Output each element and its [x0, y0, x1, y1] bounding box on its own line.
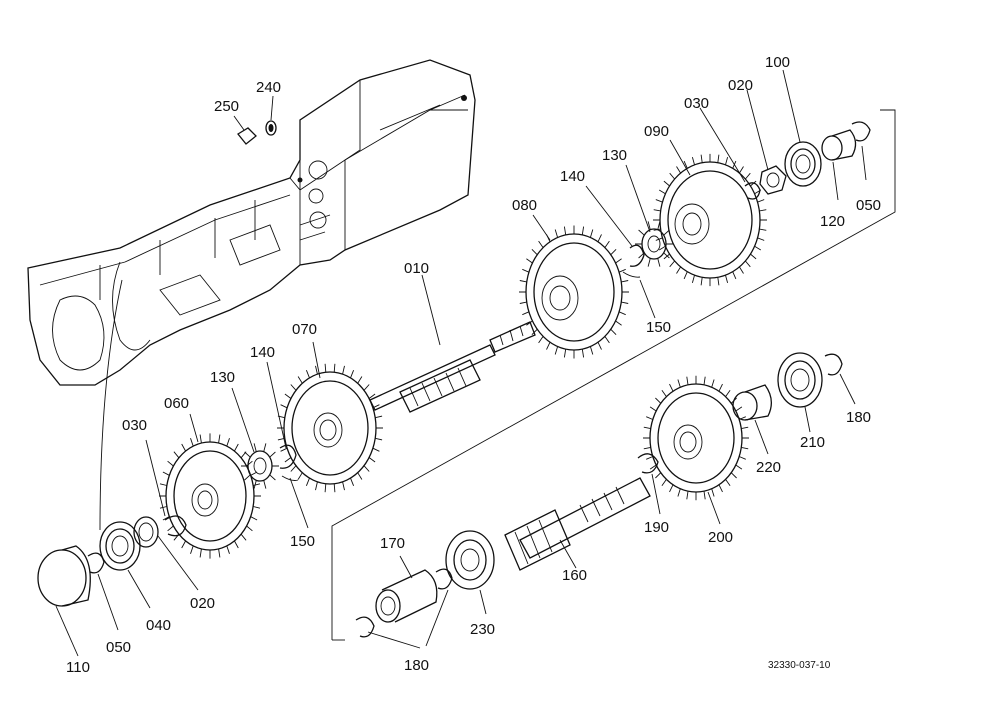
part-label-020-upper: 020: [728, 77, 753, 94]
bearing-130-lower-rollers: [241, 443, 279, 489]
gear-090-teeth: [653, 153, 767, 287]
part-label-210: 210: [800, 434, 825, 451]
part-label-010: 010: [404, 260, 429, 277]
washer-part-240: [265, 120, 277, 136]
part-label-050-lower: 050: [106, 639, 131, 656]
part-label-020-lower: 020: [190, 595, 215, 612]
part-label-040: 040: [146, 617, 171, 634]
part-label-230: 230: [470, 621, 495, 638]
part-label-130-upper: 130: [602, 147, 627, 164]
gear-200-teeth: [643, 375, 749, 501]
gear-060-teeth: [159, 433, 261, 559]
part-label-140-lower: 140: [250, 344, 275, 361]
part-label-140-upper: 140: [560, 168, 585, 185]
part-label-100: 100: [765, 54, 790, 71]
part-label-110: 110: [66, 659, 90, 676]
part-label-130-lower: 130: [210, 369, 235, 386]
gear-teeth: [159, 153, 767, 559]
gear-080-teeth: [519, 225, 629, 359]
leader-lines: [55, 69, 867, 657]
part-label-190: 190: [644, 519, 669, 536]
part-label-220: 220: [756, 459, 781, 476]
part-label-160: 160: [562, 567, 587, 584]
part-label-180-right: 180: [846, 409, 871, 426]
transmission-housing: [27, 59, 476, 386]
part-label-120: 120: [820, 213, 845, 230]
part-label-090: 090: [644, 123, 669, 140]
part-label-200: 200: [708, 529, 733, 546]
leader-housing-to-cover: [99, 279, 123, 531]
part-labels: 010 020 020 030 030 040 050 050 060 070 …: [66, 54, 881, 676]
part-label-150-upper: 150: [646, 319, 671, 336]
lower-shaft-assembly: [355, 352, 843, 638]
part-label-240: 240: [256, 79, 281, 96]
part-label-050-upper: 050: [856, 197, 881, 214]
part-label-070: 070: [292, 321, 317, 338]
figure-reference-number: 32330-037-10: [768, 660, 831, 671]
bearing-130-upper-rollers: [635, 221, 673, 267]
part-label-170: 170: [380, 535, 405, 552]
part-label-180-lower: 180: [404, 657, 429, 674]
part-label-150-lower: 150: [290, 533, 315, 550]
gear-070-teeth: [277, 363, 383, 493]
part-label-250: 250: [214, 98, 239, 115]
upper-shaft-assembly: [37, 121, 871, 607]
part-label-080: 080: [512, 197, 537, 214]
drain-plug-part-250: [237, 127, 257, 145]
part-label-030-lower: 030: [122, 417, 147, 434]
assembly-frame-lines: [331, 109, 896, 641]
part-label-060: 060: [164, 395, 189, 412]
part-label-030-upper: 030: [684, 95, 709, 112]
